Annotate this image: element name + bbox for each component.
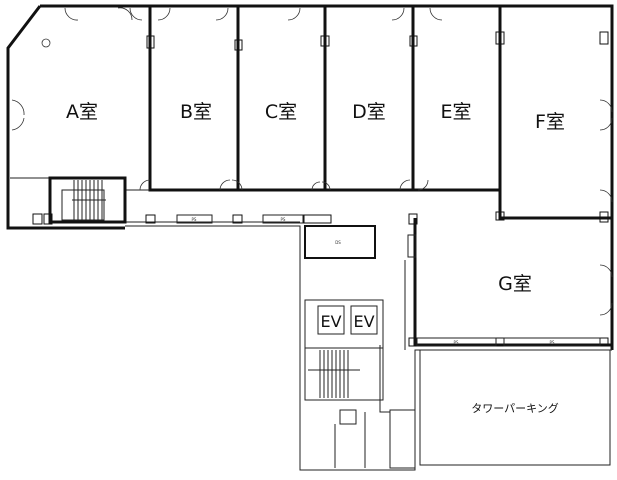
ps-label: PS: [192, 217, 197, 222]
room-e-label: E室: [440, 101, 471, 123]
doors: [11, 7, 613, 316]
room-c-label: C室: [265, 101, 297, 123]
outer-wall: [6, 4, 614, 350]
room-a-label: A室: [66, 101, 98, 123]
room-d-label: D室: [352, 101, 386, 123]
elevator: [350, 305, 378, 335]
elevator-label: EV: [353, 312, 374, 331]
room-f-label: F室: [535, 111, 565, 133]
elevator-label: EV: [320, 312, 341, 331]
columns: [32, 31, 609, 347]
staircase: [48, 176, 127, 224]
ps-label: PS: [454, 340, 459, 345]
room-walls: [10, 6, 612, 347]
tower-parking: [419, 349, 611, 466]
ds-label: DS: [335, 240, 341, 245]
ps-label: PS: [550, 340, 555, 345]
core: [304, 260, 416, 469]
elevator: [317, 305, 345, 335]
ps-label: PS: [281, 217, 286, 222]
room-b-label: B室: [180, 101, 212, 123]
parking-label: タワーパーキング: [471, 401, 559, 415]
room-g-label: G室: [498, 273, 532, 295]
